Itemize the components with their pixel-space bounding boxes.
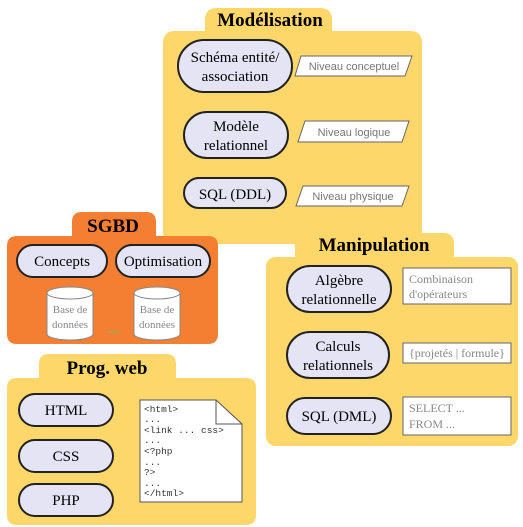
database-2-body [133,293,181,341]
projection-formula-note [402,342,512,364]
sgbd-panel: SGBD Concepts Optimisation Base de donné… [7,212,218,344]
operator-combination-line1: Combinaison [409,272,473,286]
progweb-title: Prog. web [67,358,148,379]
relational-algebra-node [286,265,392,313]
physical-level-tag [295,185,410,207]
progweb-panel: Prog. web HTML CSS PHP <html> ... <link … [7,354,256,525]
code-line: <html> [144,404,179,415]
database-cylinder-1: Base de données [46,286,94,341]
select-from-note [402,396,512,436]
entity-association-node [177,39,293,93]
relational-calculus-line2: relationnels [303,358,373,374]
code-line: <link ... css> [144,425,224,436]
relational-algebra-line1: Algèbre [315,273,364,289]
database-2-top [133,286,181,300]
relational-model-node [183,111,289,159]
database-1-top [46,286,94,300]
operator-combination-line2: d'opérateurs [409,287,467,301]
logical-level-label: Niveau logique [318,127,391,139]
physical-level-label: Niveau physique [312,191,393,203]
database-1-body [46,293,94,341]
concepts-label: Concepts [34,254,90,270]
manipulation-panel: Manipulation Algèbre relationnelle Combi… [266,233,518,446]
sql-dml-node [286,397,392,435]
code-line: ... [144,435,161,446]
css-label: CSS [53,449,80,465]
code-line: <?php [144,446,173,457]
database-2-line1: Base de [140,304,175,316]
code-document-fold [215,400,242,425]
conceptual-level-tag [294,55,413,77]
html-node [18,393,114,427]
database-cylinder-2: Base de données [133,286,181,341]
from-line: FROM ... [409,417,455,431]
ellipsis-dots: ... [107,320,120,337]
php-node [18,483,114,517]
html-label: HTML [45,403,88,419]
relational-model-line1: Modèle [213,119,259,135]
sql-dml-label: SQL (DML) [302,409,377,425]
code-line: ... [144,457,161,468]
logical-level-tag [297,120,410,143]
optimisation-label: Optimisation [124,254,203,270]
modelisation-title: Modélisation [217,10,323,31]
code-document: <html> ... <link ... css> ... <?php ... … [139,399,243,503]
conceptual-level-label: Niveau conceptuel [309,61,400,73]
optimisation-node [115,244,211,278]
code-line: ... [144,478,161,489]
relational-model-line2: relationnel [204,138,268,154]
select-line: SELECT ... [409,401,465,415]
database-1-line1: Base de [53,304,88,316]
sql-ddl-label: SQL (DDL) [199,187,271,203]
database-1-line2: données [52,319,88,331]
modelisation-panel: Modélisation Schéma entité/ association … [163,8,422,244]
operator-combination-note [402,267,512,305]
concepts-node [16,244,108,278]
entity-association-line1: Schéma entité/ [191,50,281,66]
relational-calculus-line1: Calculs [316,339,361,355]
code-document-page [139,399,243,503]
database-2-line2: données [139,319,175,331]
manipulation-title: Manipulation [319,235,430,256]
relational-algebra-line2: relationnelle [302,292,377,308]
entity-association-line2: association [202,69,269,85]
projection-formula-label: {projetés | formule} [409,346,505,360]
sgbd-title: SGBD [87,216,139,237]
code-line: ... [144,414,161,425]
css-node [18,439,114,473]
php-label: PHP [52,493,80,509]
code-line: </html> [144,488,184,499]
code-line: ?> [144,467,156,478]
sql-ddl-node [183,177,287,209]
relational-calculus-node [286,331,390,379]
